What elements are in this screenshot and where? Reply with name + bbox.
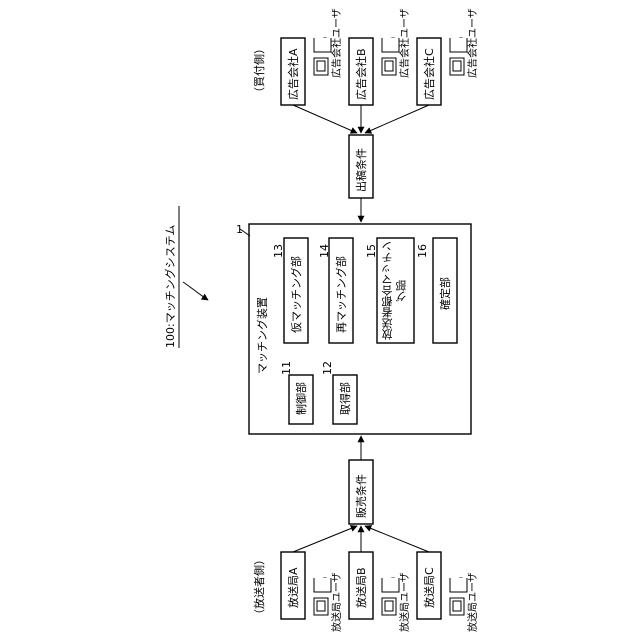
unit-number: 13 xyxy=(272,244,285,258)
seller-station-a: 放送局A 放送局ユーザ xyxy=(281,552,343,632)
unit-label-wrap: 放送者都合マッチング部 xyxy=(377,238,414,343)
device-title: マッチング装置 xyxy=(255,297,269,374)
seller-station-c: 放送局C 放送局ユーザ xyxy=(417,552,479,632)
unit-number: 12 xyxy=(321,361,334,375)
station-user-label: 放送局ユーザ xyxy=(330,572,343,632)
company-name: 広告会社B xyxy=(354,48,368,100)
system-pointer-arrow xyxy=(183,282,208,300)
unit-label: 再マッチング部 xyxy=(334,256,348,333)
arrow-station-c xyxy=(365,526,429,552)
arrow-company-c xyxy=(365,105,429,133)
seller-side-label: （放送者側） xyxy=(252,554,266,620)
station-name: 放送局B xyxy=(354,567,368,608)
buyer-company-b: 広告会社B 広告会社ユーザ xyxy=(349,8,411,105)
user-terminal-icon xyxy=(382,38,399,75)
sales-condition-label: 販売条件 xyxy=(354,474,368,518)
system-label-group: 100:マッチングシステム xyxy=(163,206,208,348)
company-user-label: 広告会社ユーザ xyxy=(466,8,479,78)
unit-label: 確定部 xyxy=(438,277,452,310)
station-user-label: 放送局ユーザ xyxy=(398,572,411,632)
arrow-company-a xyxy=(293,105,357,133)
user-terminal-icon xyxy=(314,578,331,615)
device-number: 1 xyxy=(236,223,243,236)
user-terminal-icon xyxy=(314,38,331,75)
buyer-company-c: 広告会社C 広告会社ユーザ xyxy=(417,8,479,105)
arrow-station-a xyxy=(293,526,357,552)
station-name: 放送局C xyxy=(422,567,436,608)
station-user-label: 放送局ユーザ xyxy=(466,572,479,632)
user-terminal-icon xyxy=(382,578,399,615)
unit-label: 放送者都合マッチング部 xyxy=(381,241,411,341)
system-label: 100:マッチングシステム xyxy=(163,225,177,348)
buyer-company-a: 広告会社A 広告会社ユーザ xyxy=(281,8,343,105)
seller-station-b: 放送局B 放送局ユーザ xyxy=(349,552,411,632)
unit-label: 取得部 xyxy=(338,382,352,415)
company-name: 広告会社C xyxy=(422,48,436,100)
company-user-label: 広告会社ユーザ xyxy=(330,8,343,78)
company-user-label: 広告会社ユーザ xyxy=(398,8,411,78)
unit-number: 16 xyxy=(416,244,429,258)
unit-number: 11 xyxy=(280,361,293,375)
buyer-side-label: （買付側） xyxy=(253,43,266,98)
unit-label: 制御部 xyxy=(294,382,308,415)
user-terminal-icon xyxy=(450,38,467,75)
company-name: 広告会社A xyxy=(286,48,300,100)
user-terminal-icon xyxy=(450,578,467,615)
unit-label: 仮マッチング部 xyxy=(289,256,303,333)
station-name: 放送局A xyxy=(286,567,300,608)
placement-condition-label: 出稿条件 xyxy=(354,148,368,192)
